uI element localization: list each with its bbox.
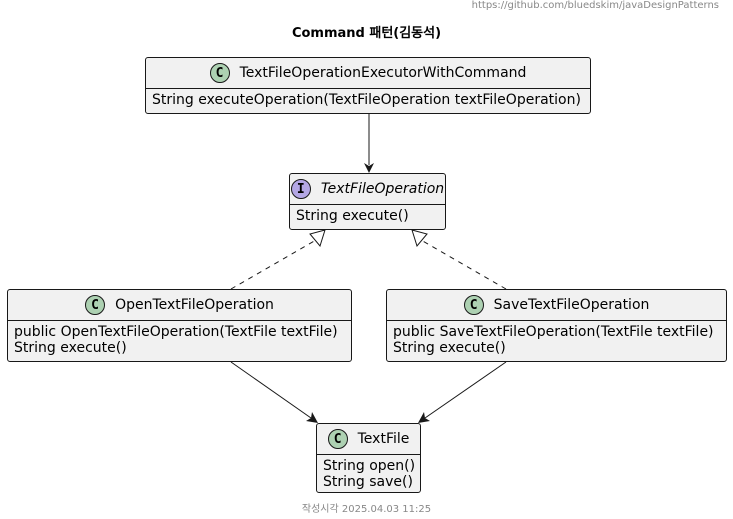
arrowhead-save-to-textfile bbox=[418, 412, 430, 423]
class-name: SaveTextFileOperation bbox=[493, 297, 650, 313]
source-link[interactable]: https://github.com/bluedskim/javaDesignP… bbox=[471, 0, 719, 11]
class-stereotype-icon: C bbox=[209, 63, 230, 83]
class-name: TextFile bbox=[357, 431, 410, 447]
class-stereotype-icon: C bbox=[327, 429, 348, 449]
class-box-save-operation[interactable]: C SaveTextFileOperation public SaveTextF… bbox=[386, 289, 727, 362]
class-member: String save() bbox=[323, 474, 413, 490]
class-member: String execute() bbox=[393, 340, 506, 356]
class-header: C OpenTextFileOperation bbox=[8, 290, 351, 321]
class-header: C TextFile bbox=[317, 424, 420, 455]
diagram-title: Command 패턴(김동석) bbox=[291, 26, 442, 41]
diagram-footer-timestamp: 작성시각 2025.04.03 11:25 bbox=[301, 504, 432, 515]
class-header: C TextFileOperationExecutorWithCommand bbox=[146, 58, 590, 89]
interface-header: I TextFileOperation bbox=[290, 174, 445, 205]
class-stereotype-icon: C bbox=[85, 295, 106, 315]
edge-open-to-textfile bbox=[230, 361, 312, 419]
class-member: public SaveTextFileOperation(TextFile te… bbox=[393, 324, 714, 340]
class-box-textfile[interactable]: C TextFile String open() String save() bbox=[316, 423, 421, 493]
edge-open-to-interface bbox=[230, 239, 317, 290]
interface-member: String execute() bbox=[296, 208, 409, 224]
class-name: OpenTextFileOperation bbox=[115, 297, 274, 313]
class-members: String executeOperation(TextFileOperatio… bbox=[146, 89, 590, 110]
class-member: String executeOperation(TextFileOperatio… bbox=[152, 92, 581, 108]
class-members: public OpenTextFileOperation(TextFile te… bbox=[8, 321, 351, 358]
class-members: public SaveTextFileOperation(TextFile te… bbox=[387, 321, 726, 358]
edge-save-to-interface bbox=[420, 239, 507, 290]
arrowhead-executor-to-interface bbox=[364, 163, 374, 173]
class-stereotype-icon: C bbox=[463, 295, 484, 315]
interface-members: String execute() bbox=[290, 205, 445, 226]
class-header: C SaveTextFileOperation bbox=[387, 290, 726, 321]
class-name: TextFileOperationExecutorWithCommand bbox=[239, 65, 527, 81]
class-members: String open() String save() bbox=[317, 455, 420, 492]
interface-box-textfileoperation[interactable]: I TextFileOperation String execute() bbox=[289, 173, 446, 230]
class-member: String execute() bbox=[14, 340, 127, 356]
interface-name: TextFileOperation bbox=[320, 181, 445, 197]
class-box-executor[interactable]: C TextFileOperationExecutorWithCommand S… bbox=[145, 57, 591, 114]
realization-head-open bbox=[309, 229, 326, 248]
arrowhead-open-to-textfile bbox=[306, 412, 318, 423]
class-box-open-operation[interactable]: C OpenTextFileOperation public OpenTextF… bbox=[7, 289, 352, 362]
realization-head-save bbox=[411, 229, 428, 248]
class-member: String open() bbox=[323, 458, 416, 474]
interface-stereotype-icon: I bbox=[290, 179, 311, 199]
edge-save-to-textfile bbox=[424, 361, 507, 419]
class-member: public OpenTextFileOperation(TextFile te… bbox=[14, 324, 338, 340]
